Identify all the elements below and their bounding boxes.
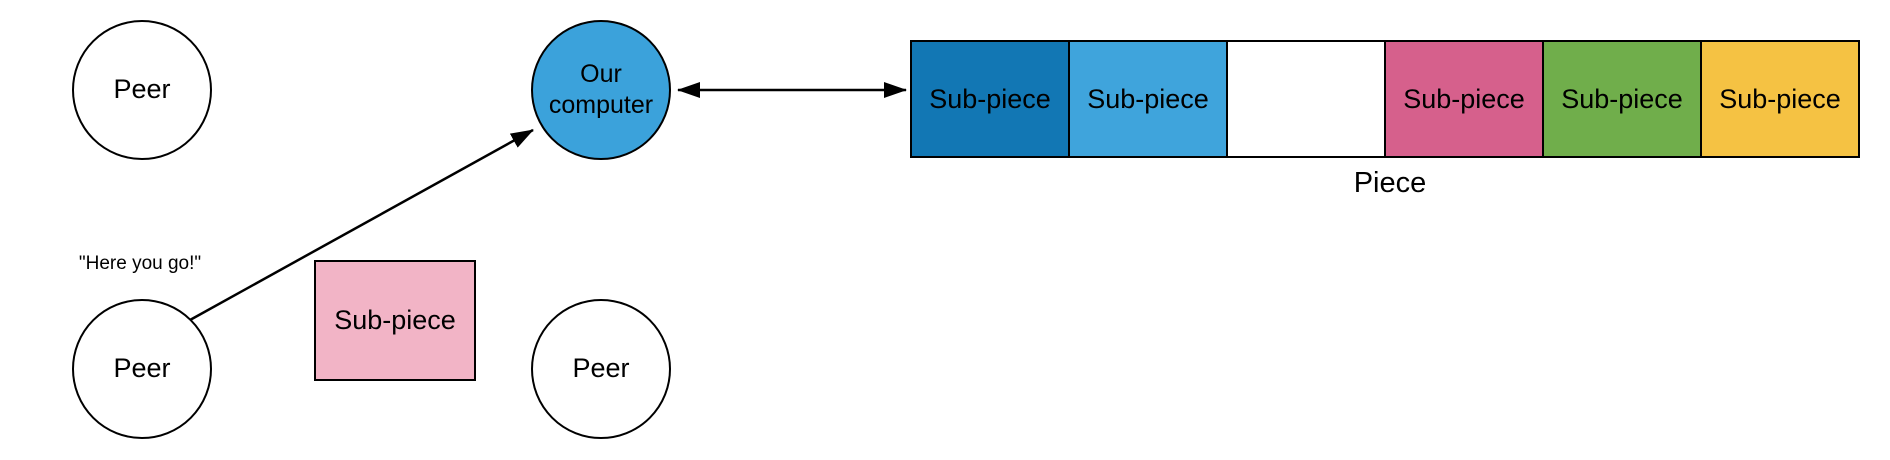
piece-cell-subpiece-1: Sub-piece <box>910 40 1070 158</box>
piece-cell-subpiece-5: Sub-piece <box>1542 40 1702 158</box>
subpiece-label: Sub-piece <box>1403 83 1525 114</box>
piece-bar: Sub-piece Sub-piece Sub-piece Sub-piece … <box>910 40 1860 158</box>
transfer-subpiece-rect: Sub-piece <box>314 260 476 381</box>
transfer-subpiece-label: Sub-piece <box>334 304 456 335</box>
piece-caption: Piece <box>1353 167 1427 199</box>
subpiece-label: Sub-piece <box>1087 83 1209 114</box>
subpiece-label: Sub-piece <box>1561 83 1683 114</box>
piece-cell-subpiece-6: Sub-piece <box>1700 40 1860 158</box>
our-computer-label: Our computer <box>548 59 654 119</box>
subpiece-label: Sub-piece <box>1719 83 1841 114</box>
peer-label: Peer <box>113 353 171 384</box>
peer-circle-bottom-mid: Peer <box>531 299 671 439</box>
piece-cell-subpiece-4: Sub-piece <box>1384 40 1544 158</box>
peer-label: Peer <box>572 353 630 384</box>
peer-circle-bottom-left: Peer <box>72 299 212 439</box>
subpiece-label: Sub-piece <box>929 83 1051 114</box>
peer-label: Peer <box>113 74 171 105</box>
our-computer-circle: Our computer <box>531 20 671 160</box>
speech-text: "Here you go!" <box>78 253 202 274</box>
piece-cell-subpiece-2: Sub-piece <box>1068 40 1228 158</box>
piece-cell-empty <box>1226 40 1386 158</box>
peer-circle-top-left: Peer <box>72 20 212 160</box>
